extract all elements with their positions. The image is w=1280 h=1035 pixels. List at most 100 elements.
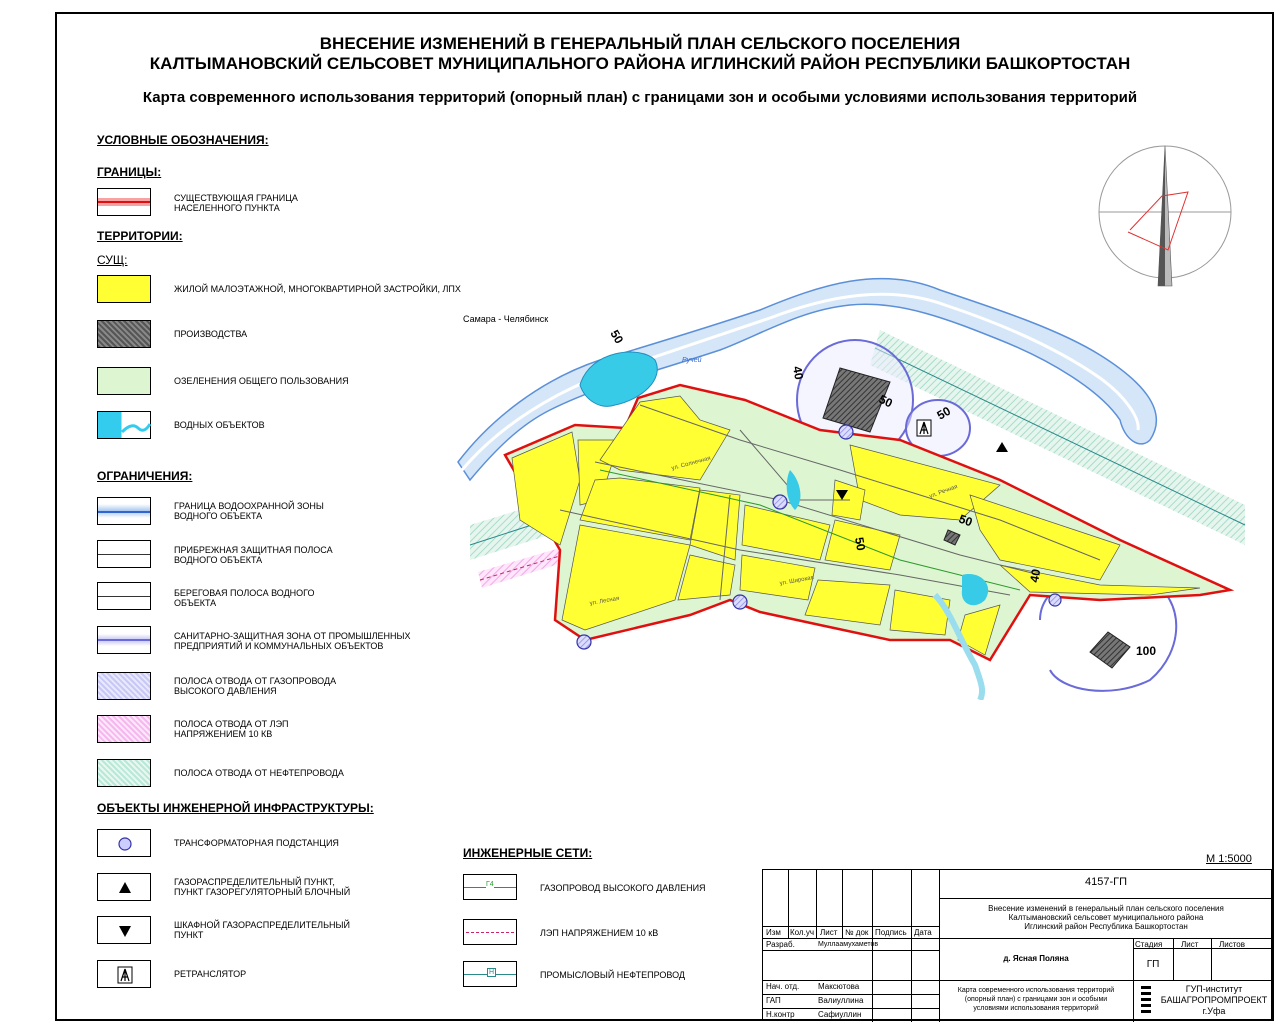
drawing-code: 4157-ГП (1085, 876, 1127, 888)
transformer-swatch (97, 829, 151, 857)
oil-corridor-label: ПОЛОСА ОТВОДА ОТ НЕФТЕПРОВОДА (174, 768, 344, 778)
industrial-label: ПРОИЗВОДСТВА (174, 329, 248, 339)
stage-header: Стадия (1135, 940, 1163, 949)
name-developer: Муллаамухаметов (818, 941, 879, 948)
pond (579, 351, 658, 407)
gas-cabinet-icon (836, 490, 848, 500)
sanitary-zone-swatch (97, 626, 151, 654)
networks-heading: ИНЖЕНЕРНЫЕ СЕТИ: (463, 846, 593, 860)
border-label: СУЩЕСТВУЮЩАЯ ГРАНИЦА НАСЕЛЕННОГО ПУНКТА (174, 193, 298, 213)
drawing-sheet (55, 12, 1274, 1021)
gas-corridor-swatch (97, 672, 151, 700)
zone-label-industrial: 50 (877, 392, 895, 410)
gas-pipeline-swatch: Г4 (463, 874, 517, 900)
residential-label: ЖИЛОЙ МАЛОЭТАЖНОЙ, МНОГОКВАРТИРНОЙ ЗАСТР… (174, 284, 461, 294)
power-line-swatch (463, 919, 517, 945)
place-name: д. Ясная Поляна (1003, 954, 1069, 963)
role-control: Н.контр (766, 1010, 795, 1019)
stream (932, 592, 986, 700)
role-gap: ГАП (766, 996, 781, 1005)
legend-heading: УСЛОВНЫЕ ОБОЗНАЧЕНИЯ: (97, 133, 269, 147)
water-protection-label: ГРАНИЦА ВОДООХРАННОЙ ЗОНЫ ВОДНОГО ОБЪЕКТ… (174, 501, 324, 521)
zone-label-river: 50 (607, 328, 626, 347)
north-arrow-icon (1098, 145, 1232, 287)
zone-label-repeater: 50 (935, 404, 954, 423)
river-protection-zone (457, 277, 1157, 482)
map-scale: М 1:5000 (1206, 853, 1252, 865)
oil-pipeline-code: Н (487, 968, 497, 977)
industrial-site-north (822, 367, 891, 433)
power-corridor-swatch (97, 715, 151, 743)
water-swatch (97, 411, 152, 439)
infra-heading: ОБЪЕКТЫ ИНЖЕНЕРНОЙ ИНФРАСТРУКТУРЫ: (97, 801, 374, 815)
title-line-1: ВНЕСЕНИЕ ИЗМЕНЕНИЙ В ГЕНЕРАЛЬНЫЙ ПЛАН СЕ… (319, 34, 961, 53)
transformer-label: ТРАНСФОРМАТОРНАЯ ПОДСТАНЦИЯ (174, 838, 339, 848)
coastal-strip-label: ПРИБРЕЖНАЯ ЗАЩИТНАЯ ПОЛОСА ВОДНОГО ОБЪЕК… (174, 545, 333, 565)
water-protection-swatch (97, 497, 151, 525)
streets (559, 404, 1101, 601)
name-head: Максютова (818, 982, 860, 991)
gas-distribution-icon (119, 882, 131, 893)
sheet-header: Лист (1181, 940, 1199, 949)
borders-heading: ГРАНИЦЫ: (97, 165, 162, 179)
river-line (460, 292, 1140, 471)
name-control: Сафиуллин (818, 1010, 862, 1019)
oil-pipeline-corridor (870, 330, 1245, 545)
col-list: Лист (820, 928, 838, 937)
gas-cabinet-label: ШКАФНОЙ ГАЗОРАСПРЕДЕЛИТЕЛЬНЫЙ ПУНКТ (174, 920, 350, 940)
org-logo-icon (1141, 986, 1151, 1014)
sheets-header: Листов (1219, 940, 1245, 949)
repeater-label: РЕТРАНСЛЯТОР (174, 969, 247, 979)
gas-pipeline (599, 469, 1021, 591)
sanitary-zone-label: САНИТАРНО-ЗАЩИТНАЯ ЗОНА ОТ ПРОМЫШЛЕННЫХ … (174, 631, 411, 651)
industrial-site-east (943, 529, 961, 546)
residential-blocks (511, 395, 1201, 656)
stream-pond (961, 574, 989, 606)
zone-label-south-industrial: 100 (1136, 644, 1156, 658)
road-label: Самара - Челябинск (463, 314, 548, 324)
title-line-2: КАЛТЫМАНОВСКИЙ СЕЛЬСОВЕТ МУНИЦИПАЛЬНОГО … (149, 54, 1131, 73)
greenery-swatch (97, 367, 151, 395)
zone-label-center: 50 (852, 536, 868, 552)
role-developer: Разраб. (766, 940, 795, 949)
industrial-site-south (1089, 631, 1131, 669)
project-name: Внесение изменений в генеральный план се… (988, 904, 1224, 931)
repeater-icon (120, 968, 130, 982)
greenery-label: ОЗЕЛЕНЕНИЯ ОБЩЕГО ПОЛЬЗОВАНИЯ (174, 376, 349, 386)
shore-strip-label: БЕРЕГОВАЯ ПОЛОСА ВОДНОГО ОБЪЕКТА (174, 588, 315, 608)
gas-cabinet-swatch (97, 916, 151, 944)
col-sign: Подпись (875, 928, 907, 937)
border-swatch (97, 188, 151, 216)
org-name: ГУП-институт БАШАГРОПРОМПРОЕКТ г.Уфа (1160, 984, 1268, 1016)
gas-cabinet-icon (119, 926, 131, 937)
gas-distribution-icon (996, 442, 1008, 452)
oil-pipeline-label: ПРОМЫСЛОВЫЙ НЕФТЕПРОВОД (540, 970, 686, 980)
sheet-title: Карта современного использования террито… (957, 987, 1115, 1012)
title-block: 4157-ГП Внесение изменений в генеральный… (762, 869, 1273, 1022)
gas-pipeline-code: Г4 (486, 881, 494, 888)
oil-pipeline-swatch: Н (463, 961, 517, 987)
col-doc: № док (845, 928, 869, 937)
restrictions-heading: ОГРАНИЧЕНИЯ: (97, 469, 193, 483)
industrial-swatch (97, 320, 151, 348)
street-label-lesnaya: ул. Лесная (589, 596, 619, 607)
power-line-label: ЛЭП НАПРЯЖЕНИЕМ 10 кВ (540, 928, 659, 938)
transformer-icons (576, 424, 1062, 650)
territories-heading: ТЕРРИТОРИИ: (97, 229, 183, 243)
power-corridor-label: ПОЛОСА ОТВОДА ОТ ЛЭП НАПРЯЖЕНИЕМ 10 КВ (174, 719, 289, 739)
water-label: ВОДНЫХ ОБЪЕКТОВ (174, 420, 265, 430)
zone-label-west: 40 (790, 365, 806, 381)
gas-point-label: ГАЗОРАСПРЕДЕЛИТЕЛЬНЫЙ ПУНКТ, ПУНКТ ГАЗОР… (174, 877, 351, 897)
gas-pipeline-label: ГАЗОПРОВОД ВЫСОКОГО ДАВЛЕНИЯ (540, 883, 706, 893)
existing-heading: СУЩ: (97, 253, 128, 267)
name-gap: Валиуллина (818, 996, 864, 1005)
settlement-map[interactable]: Самара - Челябинск Ручей 50 40 50 50 50 … (450, 140, 1260, 700)
street-label-shirokaya: ул. Широкая (779, 575, 814, 587)
power-line (479, 554, 564, 581)
oil-corridor-swatch (97, 759, 151, 787)
residential-swatch (97, 275, 151, 303)
shore-strip-swatch (97, 582, 151, 610)
transformer-icon (118, 837, 132, 851)
col-izm: Изм (766, 928, 781, 937)
gas-point-swatch (97, 873, 151, 901)
